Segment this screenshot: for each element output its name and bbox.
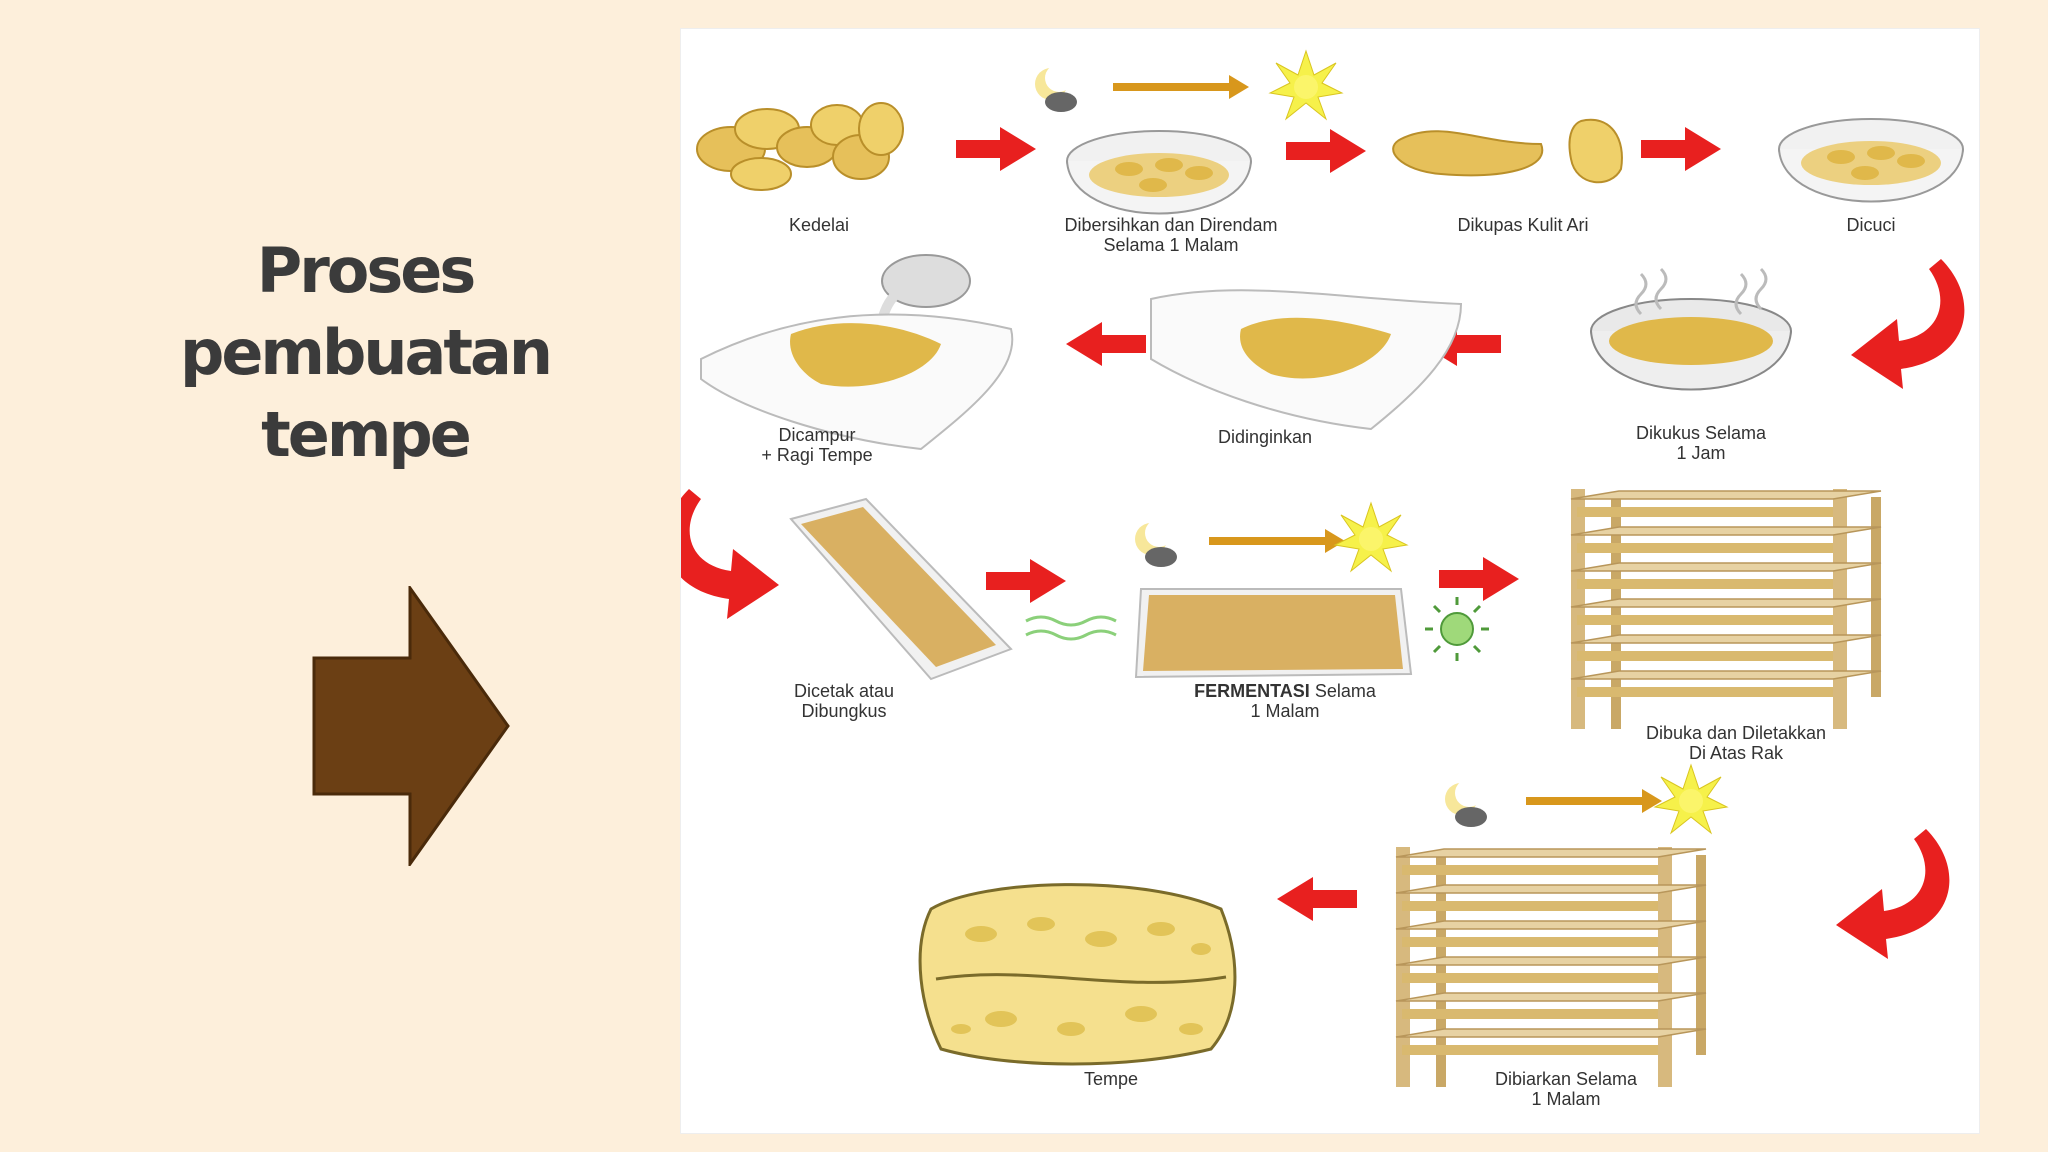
curved-red-arrow-icon [1851,259,1965,389]
steaming-pot-image [1590,267,1792,391]
red-arrow-icon [1439,557,1519,601]
step-label-kupas: Dikupas Kulit Ari [1457,215,1589,235]
storage-rack-image [1395,846,1707,1088]
red-arrow-icon [956,127,1036,171]
red-arrow-icon [986,559,1066,603]
peeled-soybean-image [1392,118,1623,184]
time-arrow-icon [1209,529,1345,553]
mixing-yeast-image [700,254,1014,451]
step-label-campur: Dicampur+ Ragi Tempe [761,425,873,465]
fermentation-icon [1425,597,1489,661]
slide-title: Proses pembuatan tempe [150,230,580,476]
step-label-tempe: Tempe [1083,1069,1139,1089]
moon-icon [1035,64,1077,112]
cooling-cloth-image [1150,289,1463,431]
step-label-dingin: Didinginkan [1217,427,1313,447]
right-arrow-icon [312,586,510,866]
moon-icon [1135,519,1177,567]
red-arrow-icon [1066,322,1146,366]
step-label-cuci: Dicuci [1846,215,1896,235]
fermentation-tray-image [1134,588,1413,679]
time-arrow-icon [1113,75,1249,99]
soaking-bowl-image [1066,130,1252,215]
curved-red-arrow-icon [1836,829,1950,959]
time-arrow-icon [1526,789,1662,813]
title-line-2: pembuatan [179,316,553,389]
washing-bowl-image [1778,118,1964,203]
title-line-3: tempe [261,398,472,471]
sun-icon [1269,50,1343,120]
warm-air-icon [1025,615,1117,641]
red-arrow-icon [1277,877,1357,921]
sun-icon [1654,764,1728,834]
drying-rack-image [1570,488,1882,730]
moon-icon [1445,779,1487,827]
step-label-kedelai: Kedelai [788,215,850,235]
red-arrow-icon [1286,129,1366,173]
finished-tempe-image [918,883,1237,1066]
soybeans-image [696,102,904,191]
wrapped-tempe-image [789,497,1013,681]
title-line-1: Proses [256,234,476,307]
curved-red-arrow-icon [681,489,779,619]
red-arrow-icon [1641,127,1721,171]
sun-icon [1334,502,1408,572]
